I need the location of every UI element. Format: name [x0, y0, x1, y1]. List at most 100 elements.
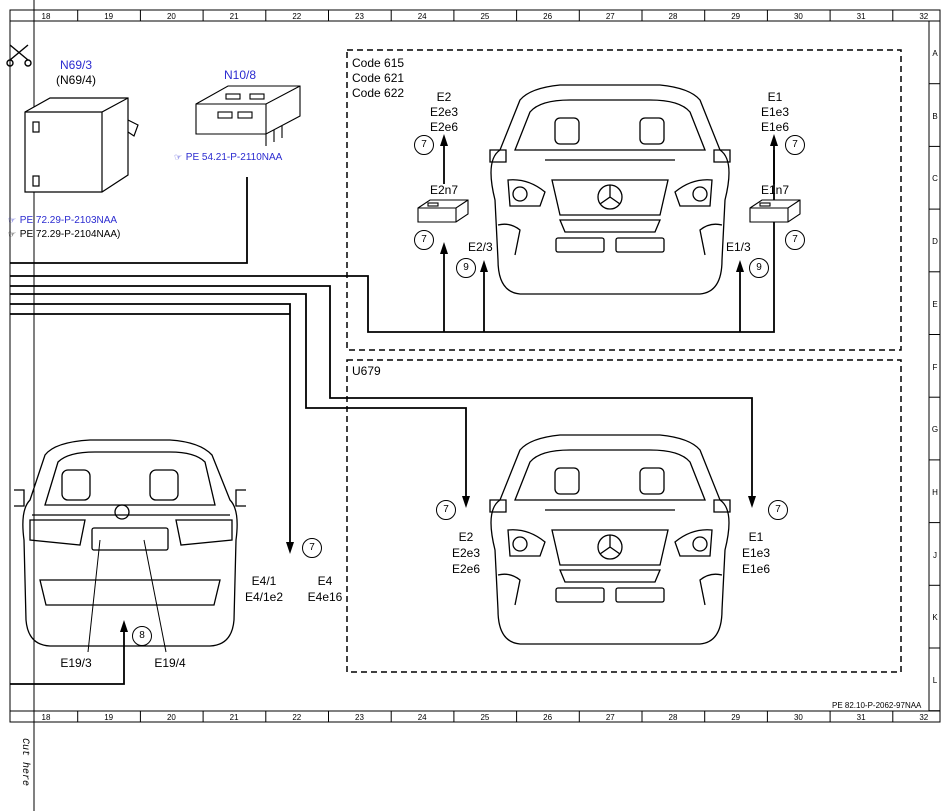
n10-8-label: N10/8 [223, 68, 257, 82]
n10-8-module [195, 85, 301, 146]
e4e16-label: E4e16 [307, 590, 343, 604]
top-e1: E1 [767, 90, 783, 104]
grid-column-number: 22 [292, 713, 302, 722]
grid-column-number: 27 [605, 12, 615, 21]
bottom-e1e6: E1e6 [741, 562, 771, 576]
code-622: Code 622 [352, 86, 405, 100]
grid-column-number: 22 [292, 12, 302, 21]
circle-ref-7[interactable]: 7 [768, 500, 788, 520]
code-615: Code 615 [352, 56, 405, 70]
grid-column-number: 26 [543, 12, 553, 21]
e1n7-module [749, 199, 801, 223]
grid-column-number: 26 [543, 713, 553, 722]
grid-column-number: 31 [856, 12, 866, 21]
grid-row-letter: F [932, 362, 938, 372]
bottom-e1e3: E1e3 [741, 546, 771, 560]
circle-ref-7[interactable]: 7 [785, 230, 805, 250]
grid-row-letter: J [933, 550, 937, 560]
circle-ref-7[interactable]: 7 [302, 538, 322, 558]
grid-row-letter: K [932, 613, 938, 623]
grid-column-number: 20 [166, 12, 176, 21]
e2n7-label: E2n7 [429, 183, 459, 197]
pointing-hand-icon: ☞ [8, 229, 17, 239]
grid-column-number: 19 [104, 12, 114, 21]
ref-pe-54[interactable]: ☞ PE 54.21-P-2110NAA [174, 151, 282, 164]
grid-row-letter: C [932, 174, 938, 184]
circle-ref-9[interactable]: 9 [749, 258, 769, 278]
grid-column-number: 30 [793, 12, 803, 21]
circle-ref-7[interactable]: 7 [785, 135, 805, 155]
code-u679: U679 [352, 364, 381, 378]
grid-row-letter: A [932, 49, 938, 58]
top-e1e6: E1e6 [760, 120, 790, 134]
n69-3-module [24, 97, 139, 193]
bottom-e2e6: E2e6 [451, 562, 481, 576]
option-box-codes [346, 49, 902, 351]
top-e2e6: E2e6 [429, 120, 459, 134]
circle-ref-9[interactable]: 9 [456, 258, 476, 278]
circle-ref-7[interactable]: 7 [414, 230, 434, 250]
footer-reference: PE 82.10-P-2062-97NAA [832, 701, 922, 710]
cut-here-label: Cut here [19, 738, 30, 787]
grid-column-number: 29 [731, 713, 741, 722]
bottom-e2e3: E2e3 [451, 546, 481, 560]
grid-column-number: 23 [355, 713, 364, 722]
e4-1-label: E4/1 [251, 574, 277, 588]
ref-pe-72-b-text: PE 72.29-P-2104NAA) [19, 229, 121, 240]
grid-column-number: 32 [919, 12, 929, 21]
top-e2: E2 [436, 90, 452, 104]
top-e2e3: E2e3 [429, 105, 459, 119]
grid-column-number: 28 [668, 713, 678, 722]
grid-column-number: 25 [480, 12, 490, 21]
grid-row-letter: D [932, 237, 938, 247]
grid-column-number: 32 [919, 713, 929, 722]
grid-column-number: 24 [417, 713, 427, 722]
grid-column-number: 28 [668, 12, 678, 21]
car-front-bottom [489, 434, 731, 645]
grid-column-number: 21 [229, 713, 239, 722]
e1-3-label: E1/3 [726, 240, 751, 254]
e4-label: E4 [317, 574, 333, 588]
grid-column-number: 30 [793, 713, 803, 722]
grid-column-number: 18 [41, 12, 51, 21]
grid-row-letter: G [931, 425, 939, 435]
grid-column-number: 25 [480, 713, 490, 722]
car-rear [14, 439, 246, 647]
circle-ref-8[interactable]: 8 [132, 626, 152, 646]
grid-row-letter: L [932, 676, 938, 685]
grid-column-number: 31 [856, 713, 866, 722]
grid-column-number: 18 [41, 713, 51, 722]
ref-pe-72-b[interactable]: ☞ PE 72.29-P-2104NAA) [8, 228, 120, 241]
circle-ref-7[interactable]: 7 [436, 500, 456, 520]
ref-pe-72-a[interactable]: ☞ PE 72.29-P-2103NAA [8, 214, 117, 227]
e2-3-label: E2/3 [468, 240, 493, 254]
grid-column-number: 24 [417, 12, 427, 21]
wires [10, 142, 775, 685]
e1n7-label: E1n7 [760, 183, 790, 197]
code-621: Code 621 [352, 71, 405, 85]
grid-column-number: 23 [355, 12, 364, 21]
grid-row-letter: E [932, 299, 938, 309]
e19-4-label: E19/4 [154, 656, 186, 670]
option-box-u679 [346, 359, 902, 673]
car-front-top [489, 84, 731, 295]
grid-column-number: 19 [104, 713, 114, 722]
ref-pe-54-text: PE 54.21-P-2110NAA [185, 152, 283, 163]
grid-row-letter: H [932, 487, 938, 497]
circle-ref-7[interactable]: 7 [414, 135, 434, 155]
n69-3-label: N69/3 [59, 58, 93, 72]
top-e1e3: E1e3 [760, 105, 790, 119]
ref-pe-72-a-text: PE 72.29-P-2103NAA [19, 215, 118, 226]
grid-column-number: 29 [731, 12, 741, 21]
grid-column-number: 21 [229, 12, 239, 21]
bottom-e1: E1 [748, 530, 764, 544]
frame-border [9, 9, 941, 723]
e2n7-module [417, 199, 469, 223]
pointing-hand-icon: ☞ [8, 215, 17, 225]
e19-3-label: E19/3 [60, 656, 92, 670]
pointing-hand-icon: ☞ [174, 152, 183, 162]
scissors-icon [6, 44, 32, 67]
bottom-e2: E2 [458, 530, 474, 544]
grid-column-number: 27 [605, 713, 615, 722]
